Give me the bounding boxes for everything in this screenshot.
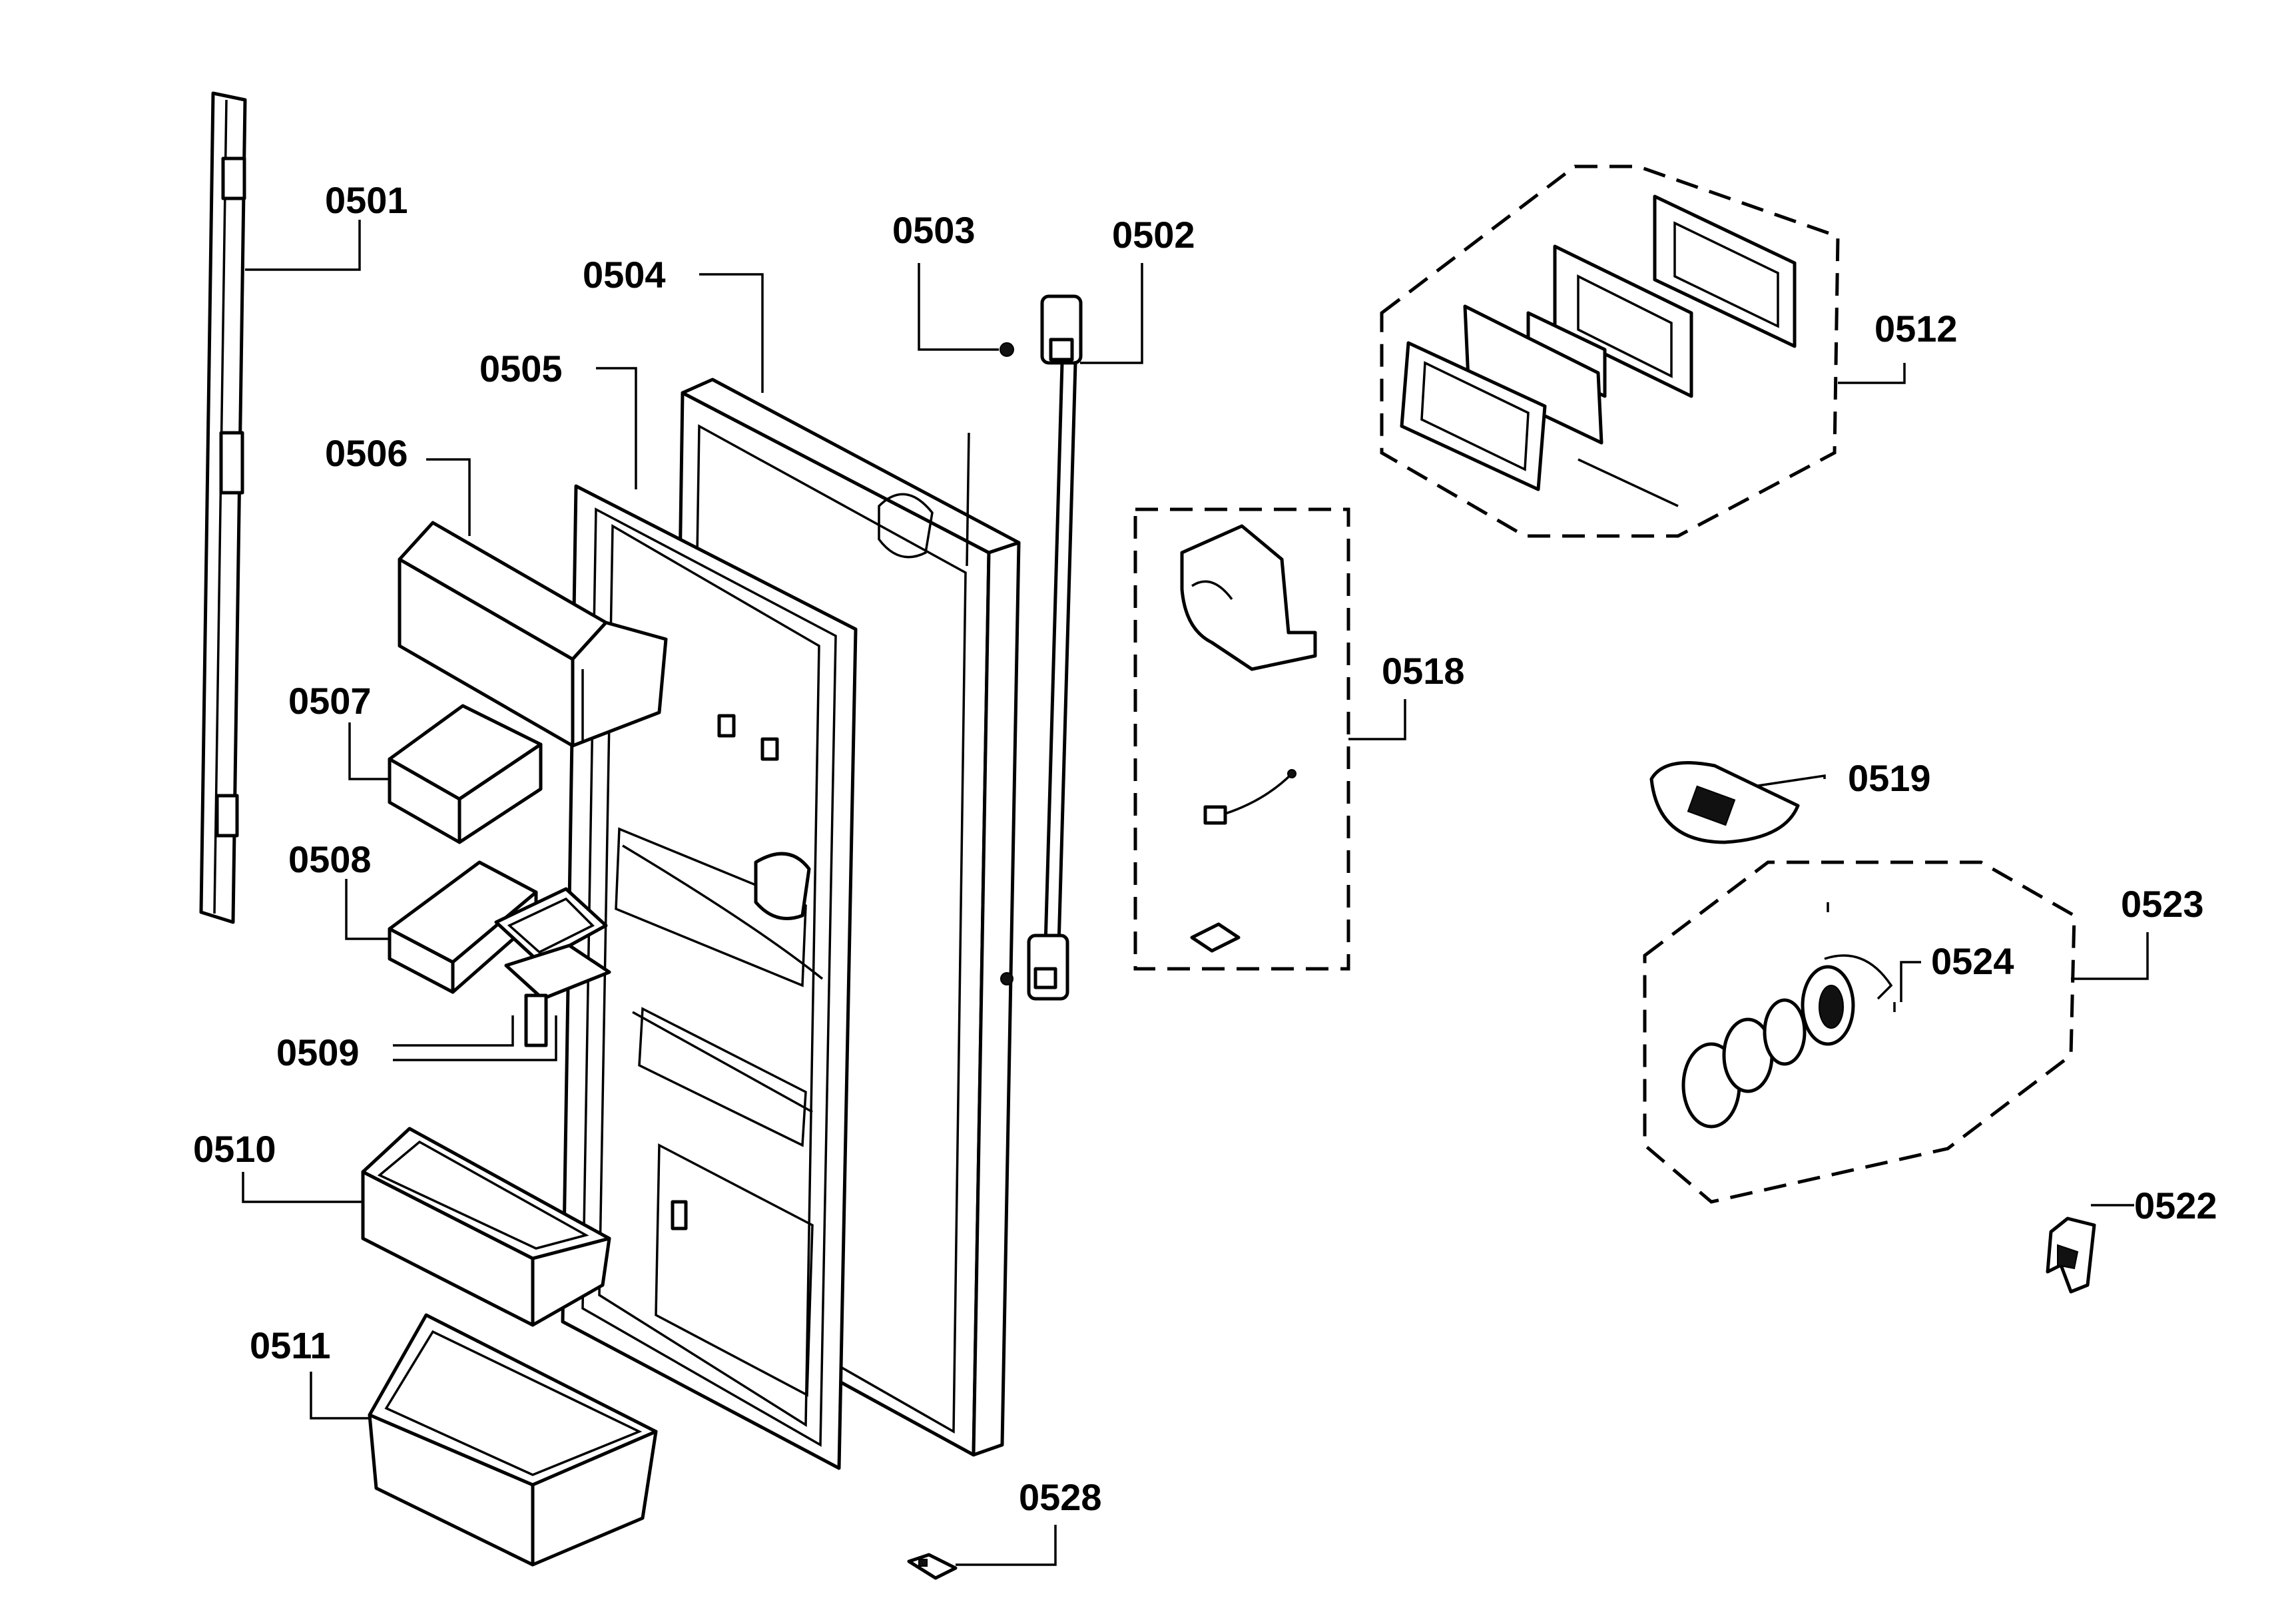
label-0528: 0528 <box>1019 1476 1102 1518</box>
part-0502-hinge-cover <box>1000 294 1083 1001</box>
label-0508: 0508 <box>288 838 372 880</box>
leader-0524 <box>1900 961 1921 1002</box>
part-0506-dairy-compartment <box>398 521 668 748</box>
door-liner-details <box>615 714 814 1397</box>
label-0512: 0512 <box>1874 308 1958 350</box>
part-0501-door-trim <box>199 91 247 924</box>
leader-0501 <box>245 220 361 271</box>
leader-0503 <box>918 263 999 351</box>
part-0522-bracket <box>2046 1216 2096 1294</box>
part-0507-small-bin <box>388 704 543 844</box>
leader-0510 <box>242 1172 363 1203</box>
label-0519: 0519 <box>1848 757 1931 799</box>
label-0504: 0504 <box>583 254 666 296</box>
leader-0518 <box>1348 699 1406 740</box>
leader-0509-b <box>393 1015 557 1061</box>
leader-0511 <box>310 1372 370 1420</box>
part-0512-control-panel-kit <box>1380 164 1840 538</box>
leader-0523 <box>2071 932 2149 980</box>
leader-0502 <box>1080 263 1143 364</box>
label-0505: 0505 <box>479 348 563 390</box>
label-0522: 0522 <box>2134 1185 2217 1226</box>
part-0503-screw <box>1000 342 1014 357</box>
label-0524: 0524 <box>1931 940 2014 982</box>
label-0503: 0503 <box>892 209 976 251</box>
part-0509-dispenser-cup <box>494 887 611 1047</box>
leader-0519 <box>1757 774 1826 787</box>
leader-0506 <box>426 458 471 536</box>
part-0505-door-gasket <box>561 484 858 1470</box>
part-0511-large-door-bin <box>368 1313 658 1567</box>
part-0528-small-part <box>907 1553 958 1580</box>
part-0519-grille <box>1649 761 1800 844</box>
leader-0504 <box>699 273 764 393</box>
label-0501: 0501 <box>325 179 408 221</box>
leader-0507 <box>348 722 390 780</box>
label-0518: 0518 <box>1382 650 1465 692</box>
label-0523: 0523 <box>2121 883 2204 925</box>
part-0510-door-bin <box>361 1127 611 1327</box>
label-0511: 0511 <box>250 1324 331 1366</box>
label-0502: 0502 <box>1112 214 1195 256</box>
label-0509: 0509 <box>276 1031 360 1073</box>
label-0506: 0506 <box>325 432 408 474</box>
leader-0528 <box>956 1525 1057 1566</box>
leader-0512 <box>1838 363 1906 384</box>
part-0523-light-kit <box>1643 860 2076 1204</box>
label-0507: 0507 <box>288 680 372 722</box>
leader-0509-a <box>393 1015 514 1047</box>
label-0510: 0510 <box>193 1128 276 1170</box>
leader-0508 <box>345 879 390 940</box>
part-0518-dispenser-kit <box>1133 507 1350 971</box>
leader-0505 <box>596 367 637 489</box>
